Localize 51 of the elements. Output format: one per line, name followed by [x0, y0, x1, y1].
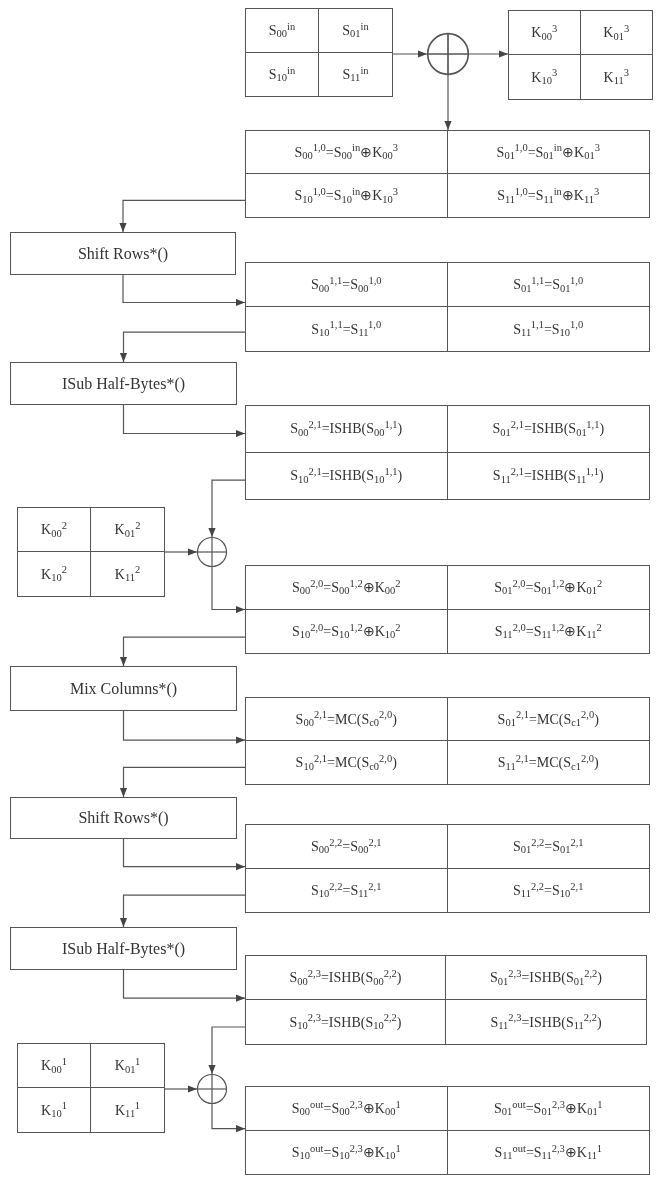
matrix-cell: S$_{01}$$^{2,3}$=ISHB(S$_{01}$$^{2,2}$) — [446, 956, 646, 1000]
matrix-table — [245, 955, 647, 1045]
arrow — [392, 50, 428, 58]
matrix-cell: S$_{10}$$^{2,3}$=ISHB(S$_{10}$$^{2,2}$) — [246, 1000, 446, 1044]
matrix-cell: S$_{00}$$^{2,1}$=ISHB(S$_{00}$$^{1,1}$) — [246, 406, 448, 453]
arrow — [119, 894, 246, 928]
arrow — [119, 636, 246, 667]
arrow — [122, 838, 246, 871]
xor-symbol — [197, 1074, 227, 1104]
matrix-table — [508, 10, 653, 100]
process-box: Mix Columns*() — [10, 666, 237, 711]
arrow — [119, 331, 246, 363]
arrow — [211, 1103, 246, 1133]
arrow — [444, 74, 452, 131]
matrix-cell: S$_{11}$$^{2,3}$=ISHB(S$_{11}$$^{2,2}$) — [446, 1000, 646, 1044]
arrow — [122, 710, 246, 744]
arrow — [119, 766, 246, 798]
arrow — [164, 1085, 198, 1093]
matrix-table — [245, 824, 650, 913]
process-box: Shift Rows*() — [10, 797, 237, 839]
matrix-table — [245, 130, 650, 218]
matrix-cell: S$_{11}$$^{2,1}$=ISHB(S$_{11}$$^{1,1}$) — [447, 452, 649, 499]
matrix-cell: S$_{10}$$^{2,1}$=MC(S$_{c0}$$^{2,0}$) — [246, 741, 448, 784]
arrow — [468, 50, 509, 58]
arrow — [122, 404, 246, 438]
xor-symbol — [197, 537, 227, 567]
arrow — [208, 1026, 246, 1075]
xor-symbol — [427, 33, 469, 75]
matrix-cell: S$_{01}$$^{2,1}$=ISHB(S$_{01}$$^{1,1}$) — [447, 406, 649, 453]
matrix-cell: S$_{10}$$^{2,1}$=ISHB(S$_{10}$$^{1,1}$) — [246, 452, 448, 499]
matrix-cell: S$_{11}$$^{2,1}$=MC(S$_{c1}$$^{2,0}$) — [447, 741, 649, 784]
matrix-table — [245, 697, 650, 785]
process-box: Shift Rows*() — [10, 232, 236, 275]
matrix-cell: S$_{00}$$^{2,1}$=MC(S$_{c0}$$^{2,0}$) — [246, 698, 448, 741]
matrix-table — [245, 405, 650, 500]
matrix-cell: S$_{01}$$^{2,1}$=MC(S$_{c1}$$^{2,0}$) — [447, 698, 649, 741]
arrow — [122, 274, 246, 307]
process-box: ISub Half-Bytes*() — [10, 927, 237, 970]
matrix-table — [245, 8, 393, 97]
process-box: ISub Half-Bytes*() — [10, 362, 237, 405]
arrow — [211, 566, 246, 614]
matrix-table — [245, 262, 650, 352]
matrix-table — [17, 1043, 165, 1133]
matrix-cell: S$_{00}$$^{2,3}$=ISHB(S$_{00}$$^{2,2}$) — [246, 956, 446, 1000]
matrix-table — [17, 507, 165, 597]
matrix-table — [245, 565, 650, 654]
arrow — [208, 479, 246, 538]
arrow — [122, 969, 246, 1002]
arrow — [119, 199, 246, 233]
matrix-table — [245, 1086, 650, 1175]
arrow — [164, 548, 198, 556]
